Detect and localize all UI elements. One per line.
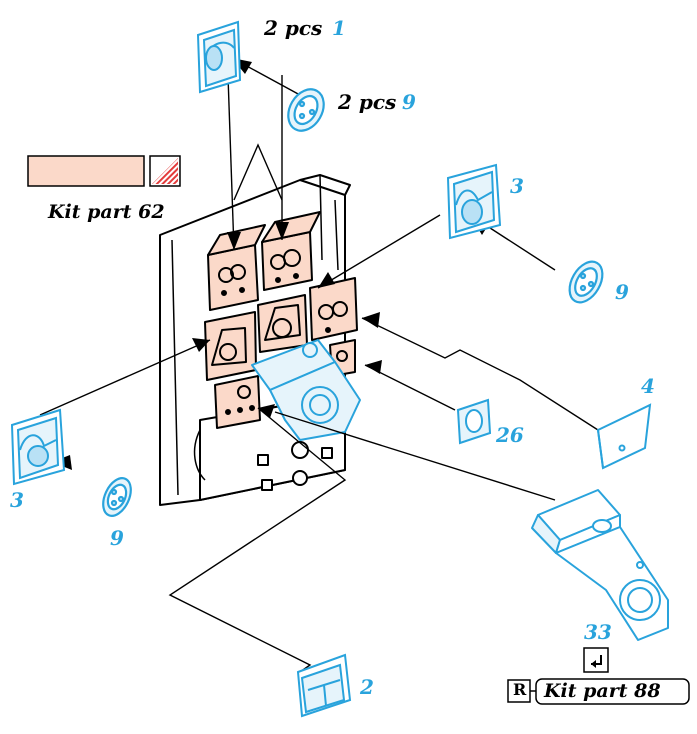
wheel-part-9-right (568, 260, 604, 304)
kit-part-62-label: Kit part 62 (48, 201, 165, 223)
registered-icon: R (513, 680, 527, 699)
decal-part-3-left (10, 408, 66, 486)
top-qty-label: 2 pcs (264, 16, 323, 40)
decal-part-3-right (446, 163, 502, 240)
part-number-1: 1 (332, 16, 346, 40)
part-number-9-right: 9 (615, 280, 629, 304)
part-number-4: 4 (641, 374, 655, 398)
part-number-9-left: 9 (110, 526, 124, 550)
panel-bracket (251, 339, 361, 441)
card-part-4 (596, 403, 652, 470)
part-number-26: 26 (496, 423, 524, 447)
decal-part-1 (196, 20, 242, 94)
wheel-part-9-left (102, 477, 132, 517)
panel-part-2 (296, 653, 352, 718)
wheel-part-9-top (287, 88, 325, 132)
part-number-3-left: 3 (10, 488, 24, 512)
part-number-3-right: 3 (510, 174, 524, 198)
leader-lines (39, 57, 599, 673)
top-wheel-qty-label: 2 pcs (338, 90, 397, 114)
paint-swatch (27, 155, 181, 187)
symbols (507, 647, 690, 705)
part-number-33: 33 (584, 620, 612, 644)
ring-part-26 (456, 398, 492, 445)
bracket-part-33 (531, 489, 669, 641)
kit-part-88-frame (535, 678, 690, 705)
part-number-9-top: 9 (402, 90, 416, 114)
instrument-blocks (204, 211, 358, 429)
part-number-2: 2 (360, 675, 374, 699)
kit-part-88-label: Kit part 88 (544, 680, 661, 702)
